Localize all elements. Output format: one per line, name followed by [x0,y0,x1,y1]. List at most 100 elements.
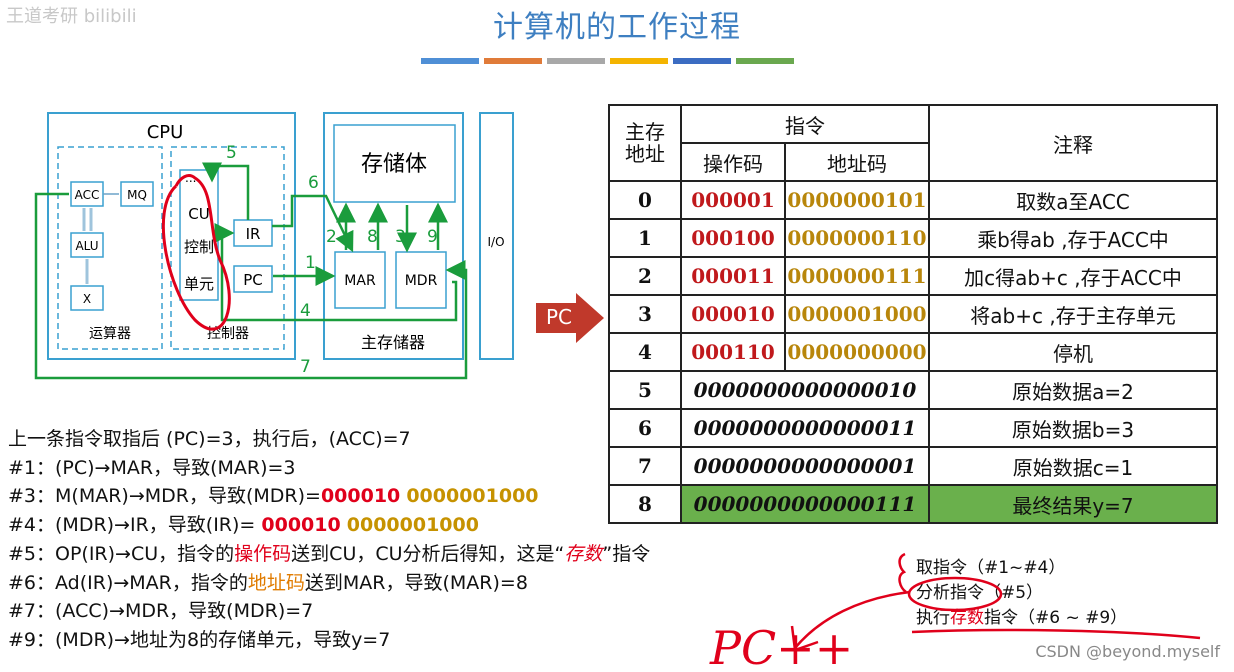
step-3-address: 0000001000 [406,485,539,508]
io-box [479,112,514,360]
storage-body-label: 存储体 [361,152,427,177]
table-cell-op: 000001 [680,180,786,220]
table-cell-data: 0000000000000010 [680,370,930,410]
pc-pointer-arrow [536,293,604,343]
step-9: #9：(MDR)→地址为8的存储单元，导致y=7 [8,628,391,651]
flow-label-1: 1 [305,253,316,273]
flow-5-ir-to-cu [202,162,250,220]
handwritten-cu-circle [161,174,231,331]
step-5: #5：OP(IR)→CU，指令的操作码送到CU，CU分析后得知，这是“存数”指令 [8,542,651,565]
table-cell-addr: 8 [608,484,682,524]
header-instruction: 指令 [680,104,930,144]
step-4-address: 0000001000 [346,514,479,537]
phase-execute: 执行存数指令（#6 ~ #9） [916,608,1128,628]
handwritten-arrow-head [790,625,819,652]
table-cell-addr: 2 [608,256,682,296]
control-unit-box [170,146,285,350]
table-cell-note: 加c得ab+c ,存于ACC中 [928,256,1218,296]
title-color-bar [484,58,542,64]
mdr-register [395,251,447,309]
handwritten-brace [898,552,907,594]
cu-label-3: 单元 [184,275,214,293]
step-4-opcode: 000010 [261,514,341,537]
table-cell-addr: 7 [608,446,682,486]
flow-label-8: 8 [367,227,378,247]
table-cell-data: 0000000000000111 [680,484,930,524]
alu-box [70,232,104,258]
mar-label: MAR [344,273,376,289]
phase-fetch: 取指令（#1~#4） [916,558,1066,578]
table-cell-note: 停机 [928,332,1218,372]
step-6: #6：Ad(IR)→MAR，指令的地址码送到MAR，导致(MAR)=8 [8,571,528,594]
cpu-box [47,112,296,360]
mq-register [120,181,154,207]
table-cell-addr: 5 [608,370,682,410]
flow-label-2: 2 [326,227,337,247]
flow-label-4: 4 [300,301,311,321]
header-opcode: 操作码 [680,142,786,182]
storage-body-box [333,124,456,203]
cu-dots: ... [185,171,196,185]
table-cell-data: 0000000000000001 [680,446,930,486]
handwritten-underline [911,628,1201,640]
step-5-store-term: 存数 [564,542,603,565]
header-note: 注释 [928,104,1218,182]
step-intro: 上一条指令取指后 (PC)=3，执行后，(ACC)=7 [8,428,411,450]
header-address-line2: 地址 [625,142,665,166]
table-cell-addr: 6 [608,408,682,448]
flow-label-3: 3 [395,227,406,247]
control-unit-label: 控制器 [207,326,249,342]
ir-register [233,219,273,247]
step-7: #7：(ACC)→MDR，导致(MDR)=7 [8,600,314,623]
pc-pointer-label: PC [546,305,573,329]
flow-label-6: 6 [308,173,319,193]
table-cell-addr: 1 [608,218,682,258]
flow-label-5: 5 [226,143,237,163]
alu-unit-box [57,146,163,350]
table-cell-note: 取数a至ACC [928,180,1218,220]
cpu-label: CPU [147,122,184,143]
alu-label: ALU [75,239,98,253]
handwritten-circle-decode [907,576,1003,612]
computer-structure-diagram: CPU ACC MQ ALU X 运算器 ... CU 控制 单元 IR PC … [34,112,514,380]
handwritten-annotations: PC++ [709,552,1201,672]
step-explanation: 上一条指令取指后 (PC)=3，执行后，(ACC)=7 #1：(PC)→MAR，… [8,425,650,655]
page-title: 计算机的工作过程 [493,10,741,45]
handwritten-arrow-line [794,590,911,649]
step-6-address-term: 地址码 [247,571,305,594]
header-address-code: 地址码 [784,142,930,182]
table-cell-op: 000011 [680,256,786,296]
step-1: #1：(PC)→MAR，导致(MAR)=3 [8,456,296,479]
x-label: X [83,292,91,306]
flow-6-ir-to-mar [272,194,354,253]
title-color-bar [547,58,605,64]
title-color-bar [673,58,731,64]
io-label: I/O [487,235,504,249]
flow-4-mdr-to-ir [214,223,458,322]
table-cell-ad: 0000000000 [784,332,930,372]
pc-register [233,265,273,293]
table-cell-ad: 0000000110 [784,218,930,258]
table-cell-addr: 4 [608,332,682,372]
pc-label: PC [243,271,263,289]
cu-label-2: 控制 [184,238,214,256]
main-memory-box [323,112,464,360]
table-cell-note: 将ab+c ,存于主存单元 [928,294,1218,334]
table-cell-ad: 0000000101 [784,180,930,220]
table-cell-op: 000100 [680,218,786,258]
mdr-label: MDR [405,273,438,289]
header-address-line1: 主存 [625,120,665,144]
ir-label: IR [246,225,261,243]
csdn-watermark: CSDN @beyond.myself [1035,642,1220,661]
title-color-bar [610,58,668,64]
alu-unit-label: 运算器 [89,326,131,342]
